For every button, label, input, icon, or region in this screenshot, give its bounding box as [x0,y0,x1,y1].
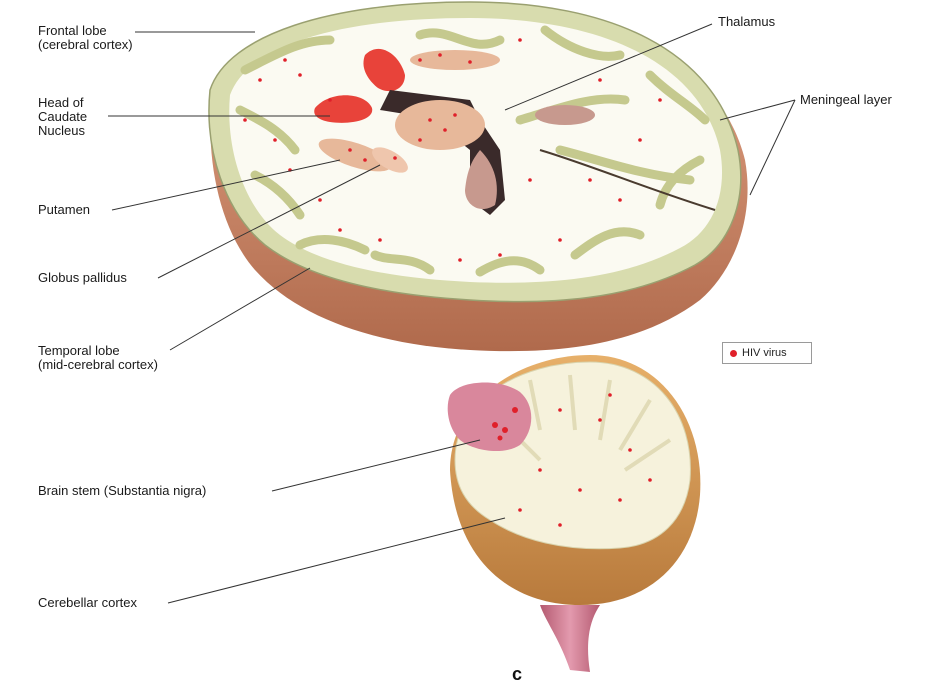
legend: HIV virus [722,342,812,364]
panel-letter: c [512,664,522,685]
nucleus-shape [410,50,500,70]
label-cerebellar-cortex: Cerebellar cortex [38,596,137,610]
label-meningeal-layer: Meningeal layer [800,93,892,107]
label-globus-pallidus: Globus pallidus [38,271,127,285]
label-head-caudate: Head of Caudate Nucleus [38,96,87,138]
label-brain-stem: Brain stem (Substantia nigra) [38,484,206,498]
label-frontal-lobe: Frontal lobe (cerebral cortex) [38,24,133,52]
thalamus-shape [395,100,485,150]
label-thalamus: Thalamus [718,15,775,29]
virus-dot-icon [730,350,737,357]
legend-text: HIV virus [742,347,787,359]
label-temporal-lobe: Temporal lobe (mid-cerebral cortex) [38,344,158,372]
spinal-stem [540,605,600,672]
ventricle-horn [535,105,595,125]
label-putamen: Putamen [38,203,90,217]
